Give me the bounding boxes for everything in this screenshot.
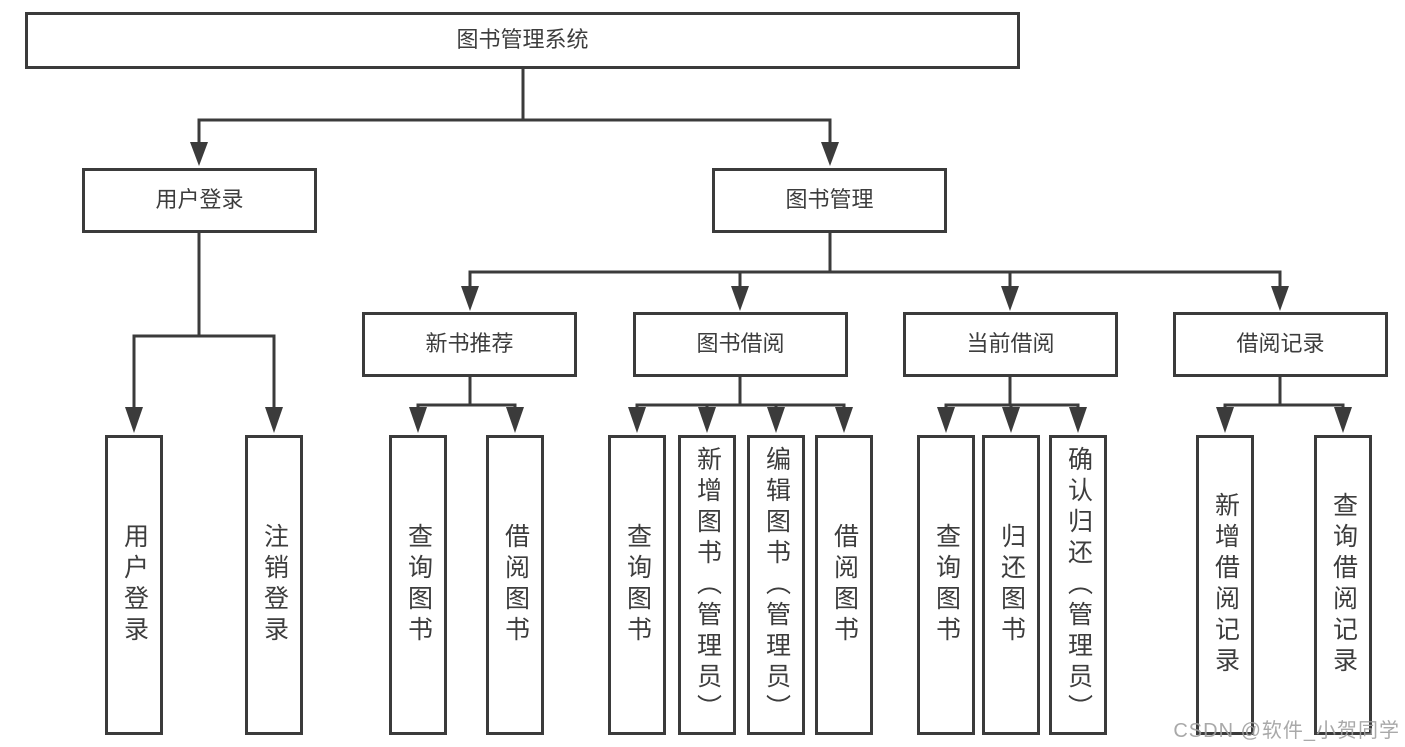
leaf-return-books: 归还图书 — [982, 435, 1040, 735]
node-book-management: 图书管理 — [712, 168, 947, 233]
leaf-add-book-admin: 新增图书（管理员） — [678, 435, 736, 735]
connector-borrowing-records-to-children — [1216, 377, 1352, 433]
leaf-borrow-books-recommend: 借阅图书 — [486, 435, 544, 735]
connector-book-borrowing-to-children — [628, 377, 853, 433]
leaf-query-books-recommend: 查询图书 — [389, 435, 447, 735]
connector-root-to-level2 — [190, 68, 839, 166]
leaf-query-books-current: 查询图书 — [917, 435, 975, 735]
leaf-logout: 注销登录 — [245, 435, 303, 735]
csdn-watermark: CSDN @软件_小贺同学 — [1173, 720, 1400, 742]
connector-current-borrowing-to-children — [937, 377, 1087, 433]
node-user-login: 用户登录 — [82, 168, 317, 233]
connector-user-login-to-children — [125, 233, 283, 433]
leaf-confirm-return-admin: 确认归还（管理员） — [1049, 435, 1107, 735]
node-library-management-system: 图书管理系统 — [25, 12, 1020, 69]
leaf-query-books-borrowing: 查询图书 — [608, 435, 666, 735]
connector-book-management-to-level3 — [461, 233, 1289, 311]
leaf-edit-book-admin: 编辑图书（管理员） — [747, 435, 805, 735]
leaf-borrow-books-borrowing: 借阅图书 — [815, 435, 873, 735]
node-new-book-recommend: 新书推荐 — [362, 312, 577, 377]
leaf-query-borrow-record: 查询借阅记录 — [1314, 435, 1372, 735]
node-current-borrowing: 当前借阅 — [903, 312, 1118, 377]
leaf-add-borrow-record: 新增借阅记录 — [1196, 435, 1254, 735]
node-book-borrowing: 图书借阅 — [633, 312, 848, 377]
node-borrowing-records: 借阅记录 — [1173, 312, 1388, 377]
connector-new-book-recommend-to-children — [409, 377, 524, 433]
leaf-user-login: 用户登录 — [105, 435, 163, 735]
